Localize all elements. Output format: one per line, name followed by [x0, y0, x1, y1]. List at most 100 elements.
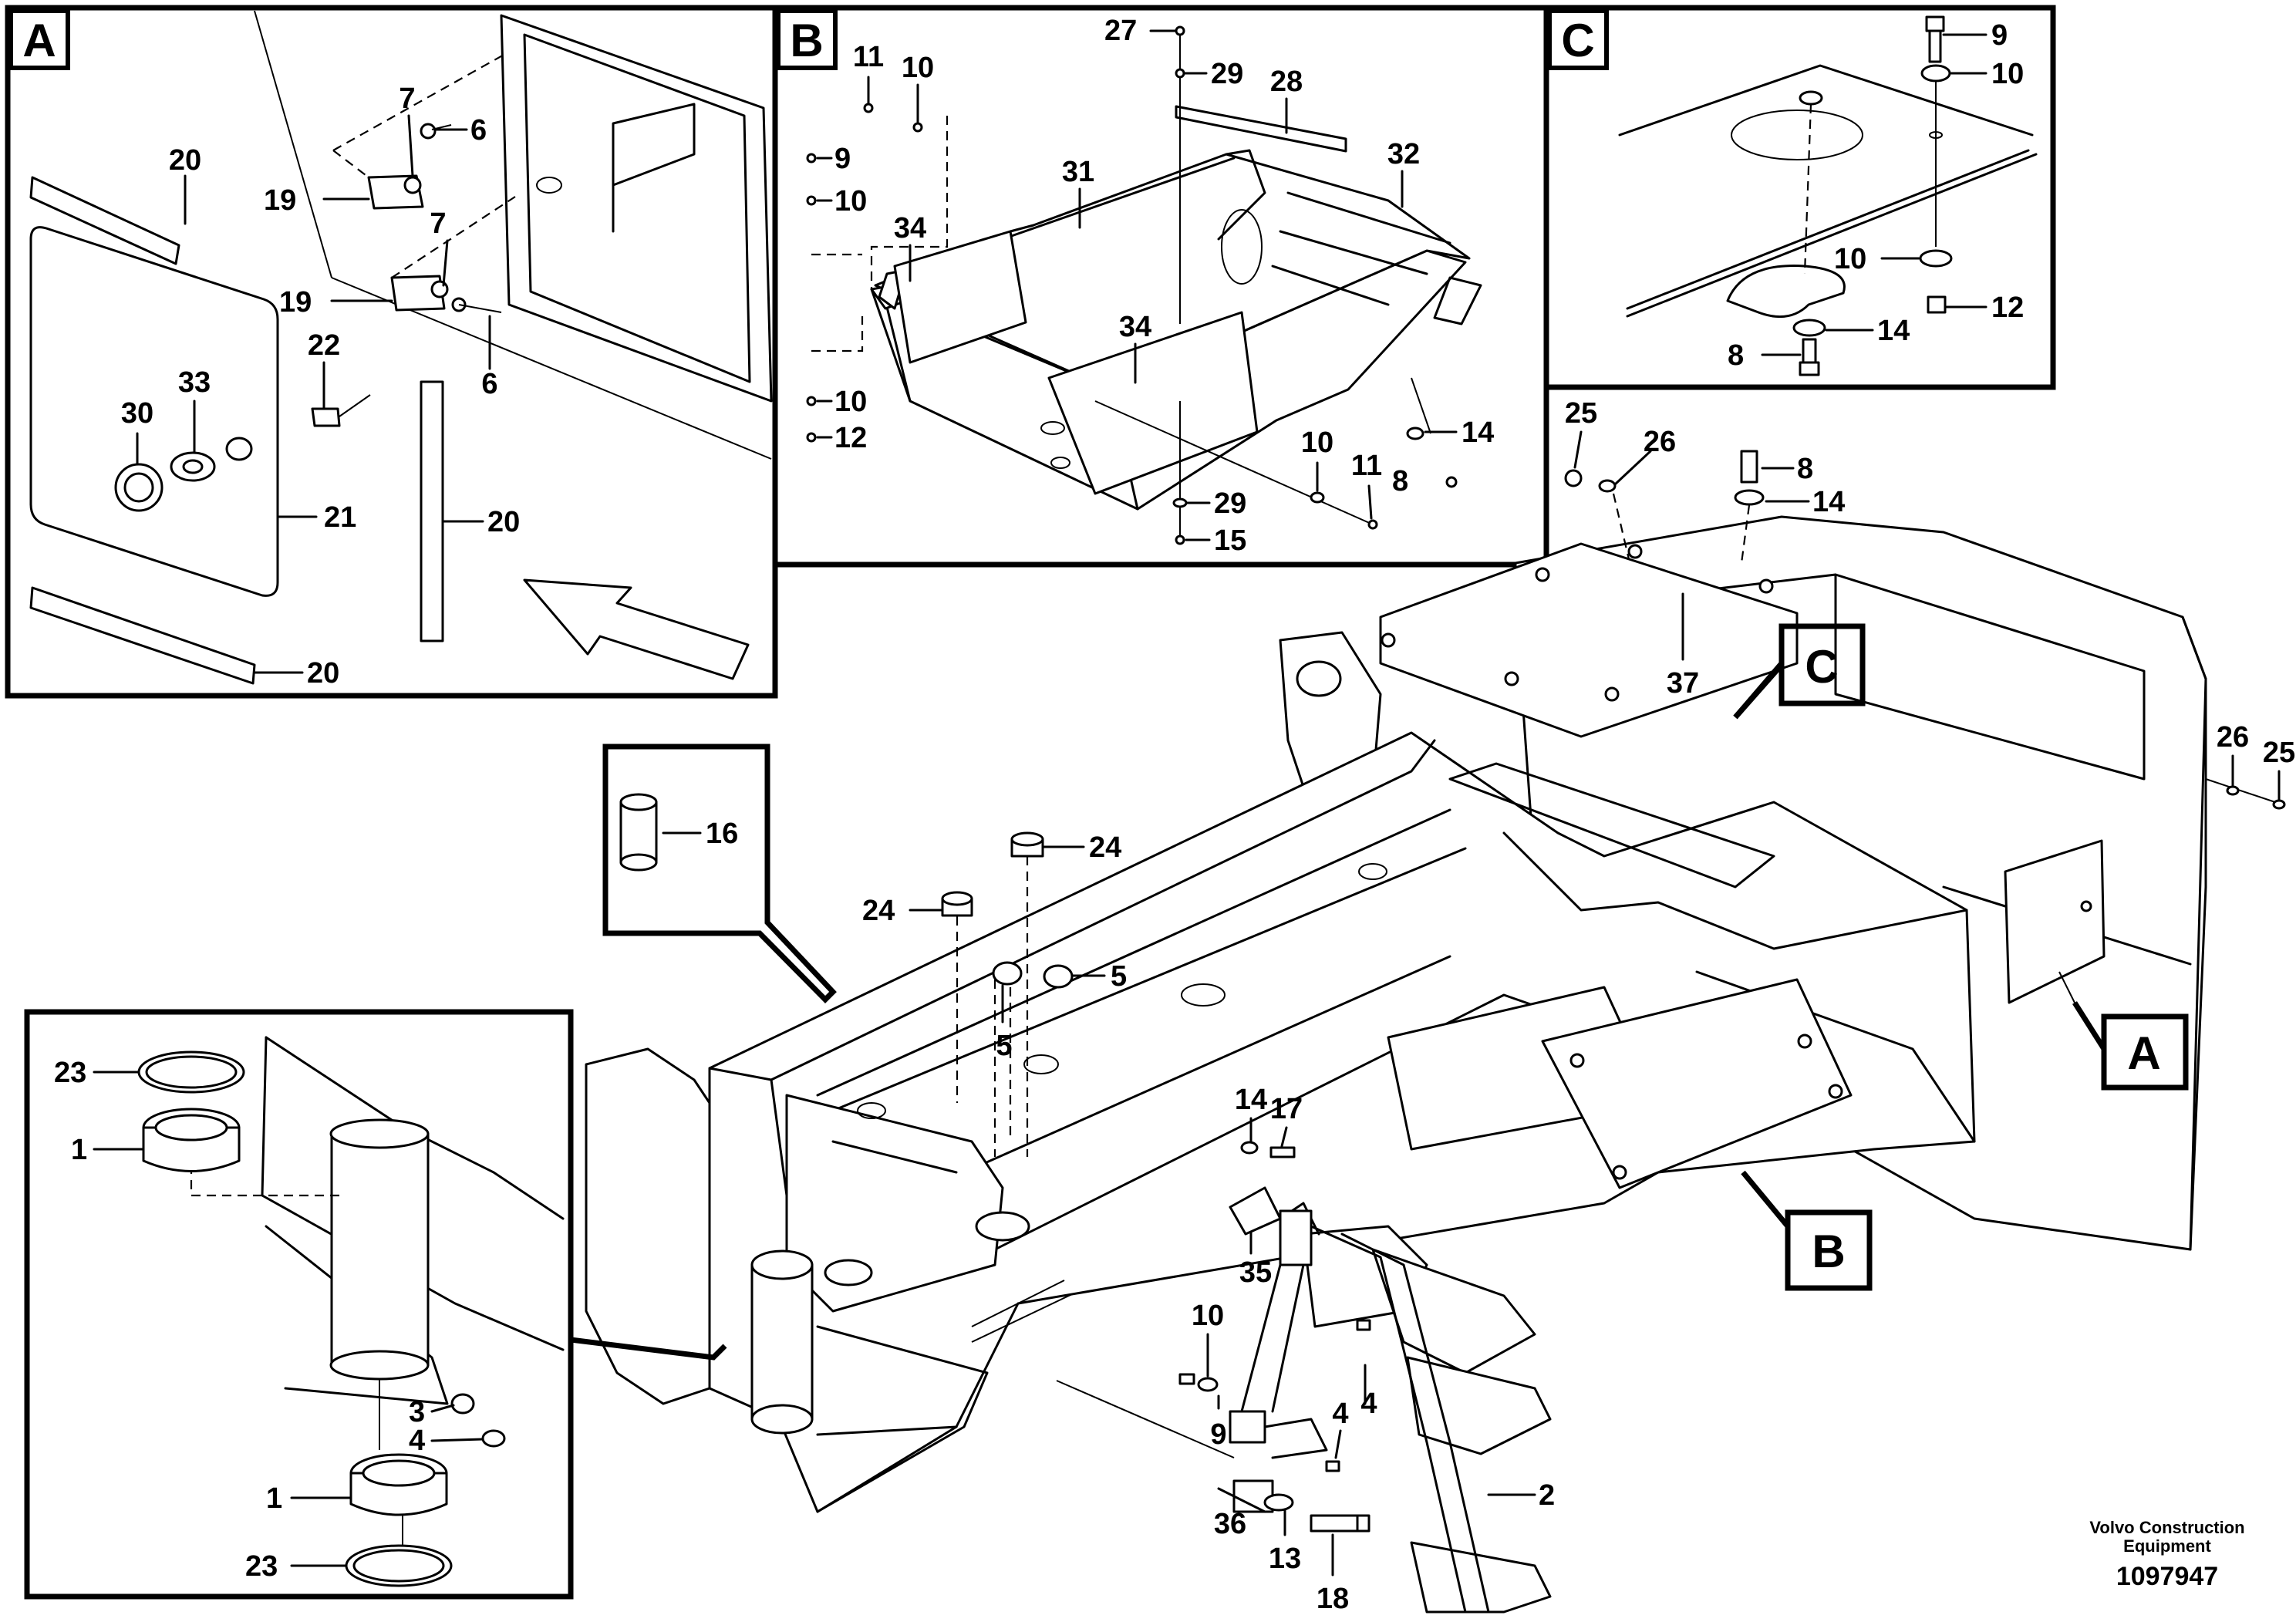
callout-10: 10 — [1301, 427, 1333, 459]
callout-6: 6 — [481, 368, 497, 400]
callout-2: 2 — [1539, 1479, 1555, 1512]
view-tag-b: B — [1812, 1226, 1845, 1277]
callout-35: 35 — [1239, 1256, 1272, 1289]
callout-15: 15 — [1214, 524, 1246, 557]
callout-7: 7 — [430, 207, 446, 240]
callout-4: 4 — [1360, 1388, 1377, 1420]
callout-31: 31 — [1062, 156, 1094, 188]
callout-24: 24 — [862, 895, 895, 927]
hinge-top — [367, 123, 437, 210]
callout-13: 13 — [1269, 1543, 1301, 1575]
panel-label-a: A — [22, 15, 56, 66]
callout-34: 34 — [1119, 311, 1151, 343]
callout-8: 8 — [1392, 465, 1408, 497]
callout-6: 6 — [470, 114, 487, 147]
callout-28: 28 — [1270, 66, 1303, 98]
detail-panel-c: C 9 10 10 — [1543, 5, 2056, 390]
top-plate — [1618, 64, 2038, 319]
company-line-2: Equipment — [2123, 1536, 2211, 1556]
callout-1: 1 — [71, 1134, 87, 1166]
callout-12: 12 — [1991, 292, 2024, 324]
callout-14: 14 — [1235, 1084, 1267, 1116]
door-lock — [114, 394, 371, 512]
document-number: 1097947 — [2116, 1562, 2218, 1591]
callout-20: 20 — [307, 657, 339, 690]
callout-19: 19 — [279, 286, 312, 319]
callout-29: 29 — [1211, 58, 1243, 90]
callout-22: 22 — [308, 329, 340, 362]
callout-21: 21 — [324, 501, 356, 534]
top-cover-plate — [1379, 542, 1799, 738]
side-access-panel-b — [1541, 978, 1853, 1189]
callout-11: 11 — [1351, 450, 1382, 482]
callout-10: 10 — [1192, 1300, 1224, 1332]
callout-18: 18 — [1317, 1583, 1349, 1615]
callout-23: 23 — [54, 1057, 86, 1089]
callout-8: 8 — [1728, 339, 1744, 372]
callout-10: 10 — [902, 52, 934, 84]
callout-24: 24 — [1089, 831, 1121, 864]
callout-27: 27 — [1104, 15, 1137, 47]
callout-5: 5 — [1111, 960, 1127, 993]
panel-label-b: B — [790, 15, 823, 66]
access-frame — [254, 10, 773, 460]
side-access-panel-a — [2004, 839, 2106, 1004]
callout-19: 19 — [264, 184, 296, 217]
hinge-bottom — [390, 275, 467, 312]
callout-14: 14 — [1462, 416, 1494, 449]
callout-10: 10 — [834, 185, 867, 218]
cover-tray — [870, 105, 1482, 511]
detail-panel-a: A — [5, 5, 778, 699]
callout-17: 17 — [1270, 1093, 1303, 1125]
callout-37: 37 — [1667, 667, 1699, 700]
callout-26: 26 — [1644, 426, 1676, 458]
gasket-strip-vertical — [420, 380, 444, 642]
callouts-panel-b: 11 10 27 29 28 9 10 31 32 34 — [806, 15, 1494, 557]
callout-1: 1 — [266, 1482, 282, 1515]
view-tag-a: A — [2127, 1027, 2160, 1079]
callout-12: 12 — [834, 422, 867, 454]
callout-20: 20 — [487, 506, 520, 538]
bushings-and-nuts — [941, 831, 1074, 1157]
callout-3: 3 — [409, 1396, 425, 1428]
gasket-strip-bottom — [29, 586, 256, 685]
bolt-stack-c — [1792, 15, 1953, 376]
access-door — [29, 226, 279, 597]
detail-panel-b: B — [772, 5, 1549, 568]
company-line-1: Volvo Construction — [2089, 1518, 2244, 1537]
callout-9: 9 — [834, 143, 851, 175]
callout-10: 10 — [1991, 58, 2024, 90]
view-direction-arrow — [523, 578, 750, 680]
callout-36: 36 — [1214, 1508, 1246, 1540]
callout-32: 32 — [1387, 138, 1420, 170]
callouts-panel-c: 9 10 10 12 14 8 — [1728, 19, 2024, 372]
callout-5: 5 — [996, 1030, 1012, 1062]
callout-30: 30 — [121, 397, 153, 430]
gasket-strip-top — [29, 176, 180, 265]
callout-29: 29 — [1214, 487, 1246, 520]
callout-10: 10 — [834, 386, 867, 418]
view-tags: C A B — [1733, 623, 2189, 1291]
callout-20: 20 — [169, 144, 201, 177]
callout-9: 9 — [1991, 19, 2008, 52]
inset-bushing-16 — [602, 744, 837, 1003]
callouts-main: 25 26 8 14 37 26 25 16 24 24 5 5 23 1 3 — [54, 397, 2295, 1615]
inset-pivot-detail — [24, 1009, 727, 1600]
callout-26: 26 — [2217, 721, 2249, 754]
callout-9: 9 — [1210, 1418, 1226, 1451]
callout-11: 11 — [853, 41, 884, 73]
callout-16: 16 — [706, 818, 738, 850]
callout-14: 14 — [1812, 486, 1845, 518]
view-tag-c: C — [1805, 641, 1838, 693]
callout-23: 23 — [245, 1550, 278, 1583]
pivot-tube-assembly — [750, 1249, 1235, 1458]
callout-4: 4 — [1332, 1398, 1348, 1430]
callout-10: 10 — [1834, 243, 1866, 275]
callouts-panel-a: 20 7 6 19 7 19 6 22 30 33 21 20 2 — [121, 83, 520, 690]
callout-25: 25 — [1565, 397, 1597, 430]
callout-34: 34 — [894, 212, 926, 244]
callout-4: 4 — [409, 1425, 425, 1457]
callout-7: 7 — [399, 83, 415, 115]
callout-25: 25 — [2263, 737, 2295, 769]
